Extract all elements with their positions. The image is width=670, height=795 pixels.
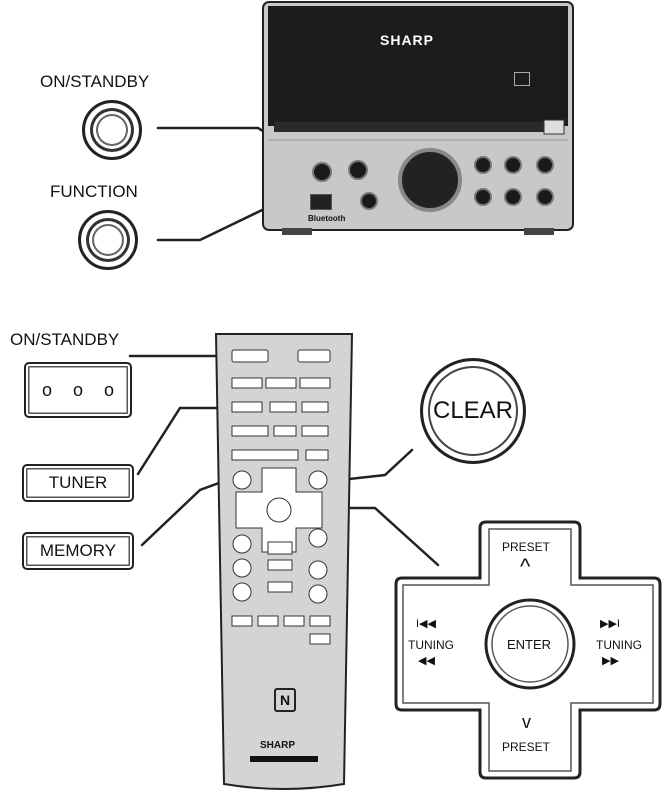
tuner-key: TUNER [22,464,134,502]
phones-jack[interactable] [536,156,554,174]
memory-key: MEMORY [22,532,134,570]
dpad-cross [394,520,662,780]
unit-on-standby-button[interactable] [312,162,332,182]
line-clear [338,448,414,482]
on-standby-remote-label: ON/STANDBY [10,330,120,349]
remote-control: N SHARP [212,332,356,792]
unit-usb-port[interactable] [310,194,332,210]
ffwd-icon: ▶▶ [602,655,619,667]
function-unit-label: FUNCTION [50,182,138,201]
unit-function-button[interactable] [348,160,368,180]
bluetooth-logo: Bluetooth [308,214,346,223]
skip-back-icon: I◀◀ [416,618,436,630]
nfc-icon: N [274,688,296,712]
on-standby-remote-key: o o o [24,362,132,418]
clear-key: CLEAR [420,358,526,464]
skip-fwd-icon: ▶▶I [600,618,620,630]
line-dpad [338,506,440,567]
remote-brand-logo: SHARP [260,740,296,751]
function-unit-knob [78,210,138,270]
disc-icon [514,72,530,86]
main-unit-body [262,1,574,235]
volume-knob[interactable] [398,148,462,212]
preset-down-label: PRESET [502,740,551,754]
arrow-down-icon: v [522,712,531,732]
audio-in-jack[interactable] [536,188,554,206]
dpad-enlarged: PRESET ^ ENTER I◀◀ TUNING ◀◀ ▶▶I TUNING … [390,516,664,784]
unit-stop-button[interactable] [504,156,522,174]
tuning-left-label: TUNING [408,638,454,652]
tuning-right-label: TUNING [596,638,642,652]
unit-brand-logo: SHARP [380,32,435,48]
unit-play-button[interactable] [474,156,492,174]
unit-skip-back-button[interactable] [474,188,492,206]
rewind-icon: ◀◀ [418,655,435,667]
unit-skip-fwd-button[interactable] [504,188,522,206]
arrow-up-icon: ^ [520,554,531,579]
enter-label: ENTER [507,637,552,652]
preset-up-label: PRESET [502,540,551,554]
on-standby-unit-label: ON/STANDBY [40,72,150,91]
main-unit: SHARP Bluetooth [262,0,574,235]
on-standby-unit-knob [82,100,142,160]
remote-body [214,333,354,790]
unit-button-small[interactable] [360,192,378,210]
clear-key-label: CLEAR [432,397,514,424]
